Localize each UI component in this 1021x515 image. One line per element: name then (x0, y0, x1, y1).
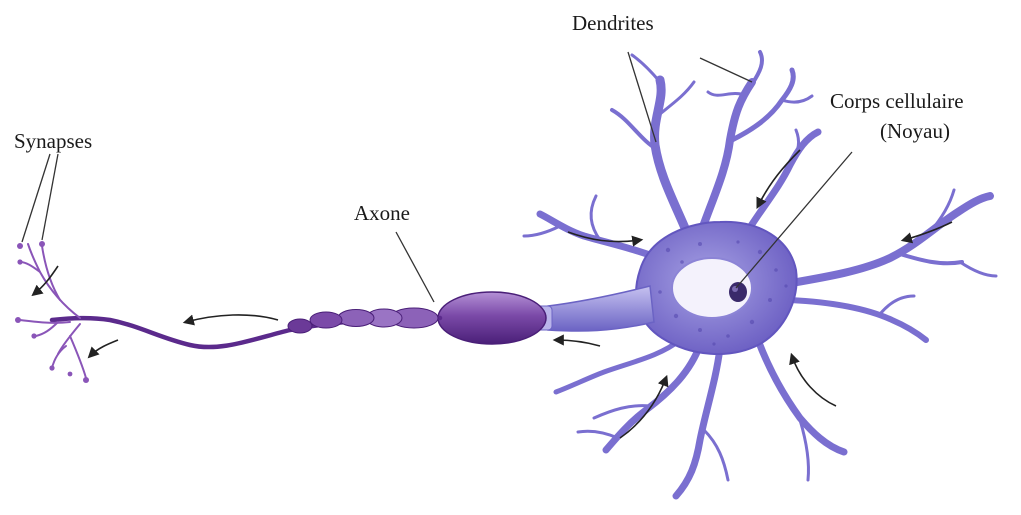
leader-line-synapses-1 (22, 154, 50, 242)
curved-arrow-icon (556, 340, 600, 346)
dendrite-branch (700, 82, 752, 235)
labels: Dendrites Corps cellulaire (Noyau) Synap… (14, 11, 964, 225)
label-synapses: Synapses (14, 129, 92, 153)
myelin-segments (288, 308, 438, 333)
myelin-segment (310, 312, 342, 328)
dendrite-branch (606, 345, 700, 450)
axon-hillock (548, 286, 654, 331)
leader-line-dendrites-2 (700, 58, 752, 82)
cell-body (636, 222, 796, 354)
label-dendrites: Dendrites (572, 11, 654, 35)
dendrite-branch (704, 430, 728, 480)
dendrite-branch (880, 296, 914, 314)
synapse-bouton (39, 241, 45, 247)
dendrite-branch (900, 254, 962, 263)
synapse-bouton (17, 243, 23, 249)
synapse-bouton (83, 377, 89, 383)
label-axon: Axone (354, 201, 410, 225)
label-cell-body-line2: (Noyau) (880, 119, 950, 143)
dendrite-branch (742, 132, 818, 240)
synapse-bouton (31, 333, 36, 338)
curved-arrow-icon (90, 340, 118, 356)
curved-arrow-icon (792, 356, 836, 406)
dendrite-branch (780, 196, 990, 285)
dendrite-branch (578, 431, 618, 438)
leader-line-axon (396, 232, 434, 302)
leader-line-synapses-2 (42, 154, 58, 240)
synapse-bouton (15, 317, 21, 323)
synapse-bouton (68, 372, 73, 377)
synapse-bouton (17, 259, 22, 264)
synaptic-boutons (15, 241, 89, 383)
dendrite-branch (524, 226, 560, 236)
label-cell-body-line1: Corps cellulaire (830, 89, 964, 113)
dendrite-branch (752, 52, 762, 84)
dendrite-branch (556, 340, 680, 392)
dendrite-branch (758, 340, 844, 452)
curved-arrow-icon (186, 315, 278, 322)
dendrite-branch (591, 196, 600, 240)
axon-terminals (20, 244, 86, 378)
dendrite-branch (708, 92, 745, 95)
axon (15, 241, 654, 383)
myelin-sheath-large (438, 292, 546, 344)
dendrite-branch (960, 262, 996, 276)
myelin-segment (288, 319, 312, 333)
synapse-bouton (49, 365, 54, 370)
myelin-segment (338, 310, 374, 327)
dendrite-branch (790, 300, 926, 340)
